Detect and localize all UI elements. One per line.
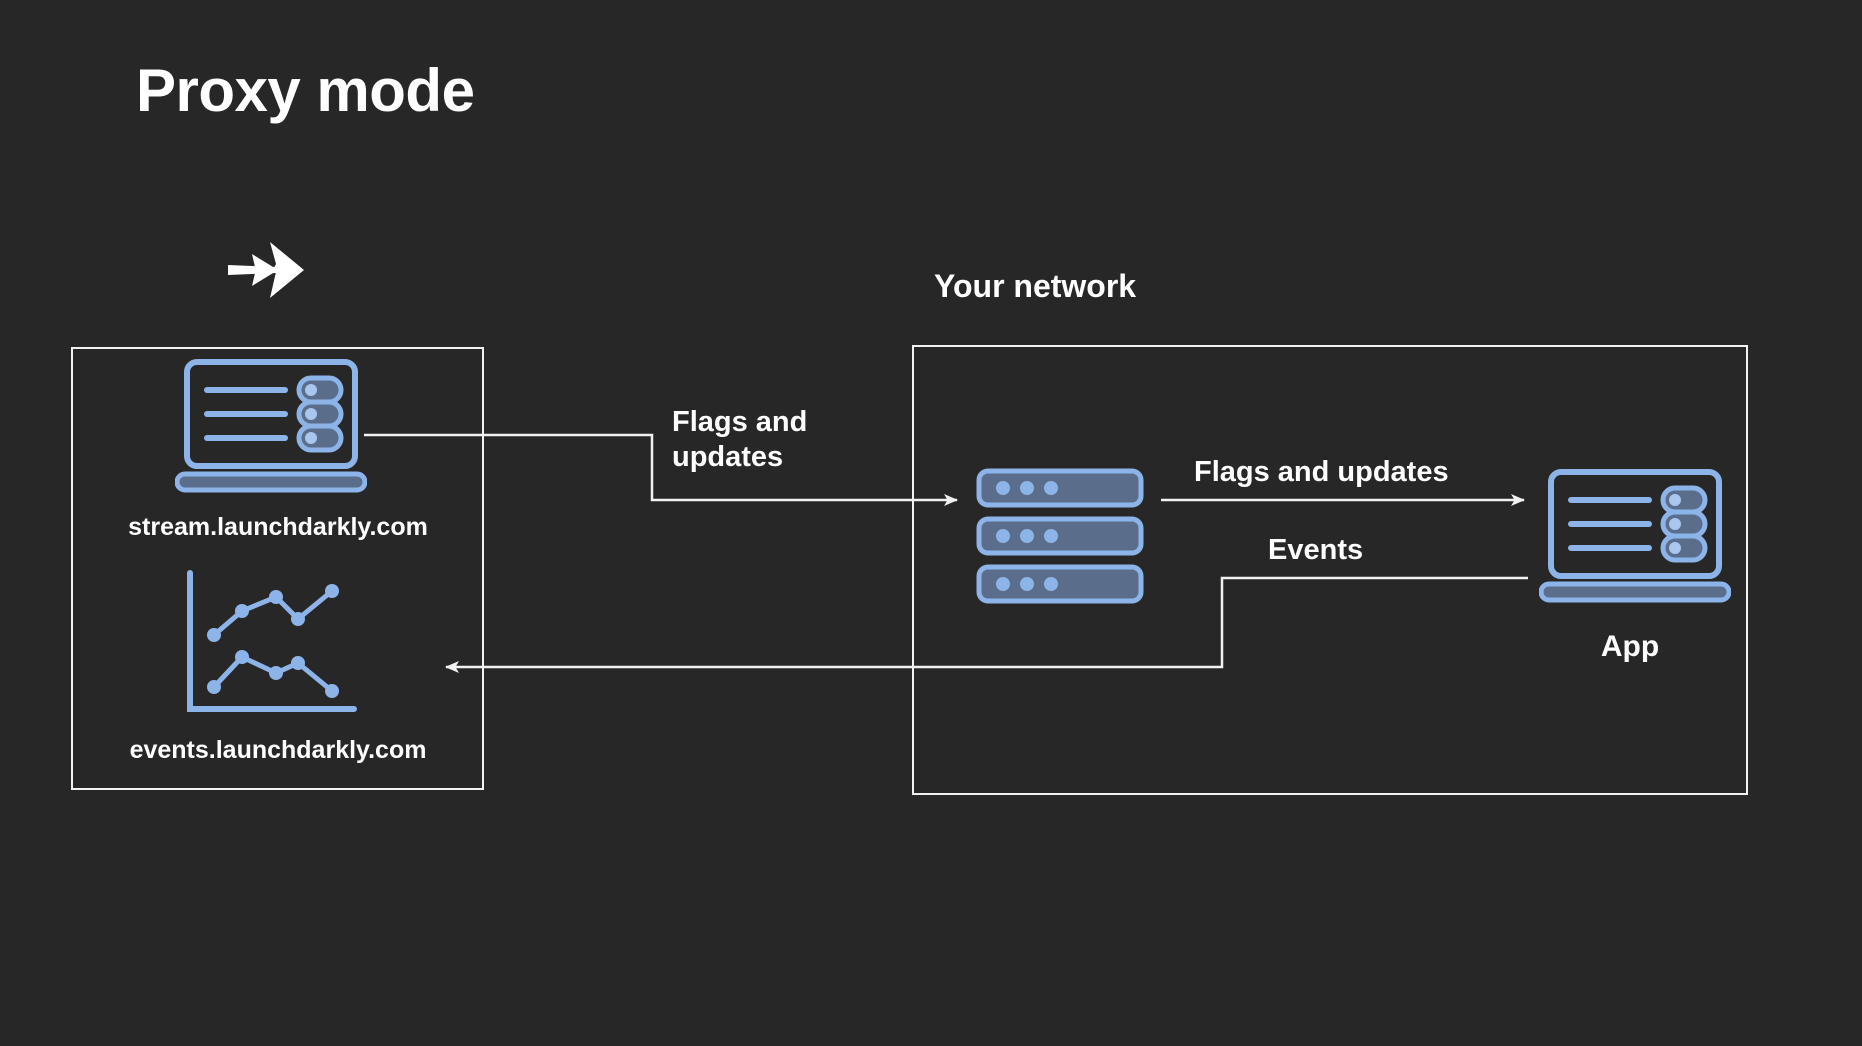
line-chart-icon <box>180 565 360 720</box>
launchdarkly-boundary-box <box>71 347 484 790</box>
events-endpoint-label: events.launchdarkly.com <box>129 736 427 764</box>
app-label: App <box>1600 630 1660 663</box>
server-stack-icon <box>975 468 1145 604</box>
page-title: Proxy mode <box>136 57 475 124</box>
edge-label-line2: updates <box>672 441 784 474</box>
stream-endpoint-label: stream.launchdarkly.com <box>128 513 428 541</box>
speed-arrow-icon <box>218 238 306 302</box>
your-network-boundary-box <box>912 345 1748 795</box>
edge-label-events: Events <box>1268 534 1364 566</box>
laptop-flags-icon <box>175 356 367 496</box>
laptop-flags-icon <box>1539 466 1731 606</box>
your-network-title: Your network <box>934 268 1137 304</box>
edge-label-line1: Flags and <box>672 406 808 438</box>
edge-label-flags-and-updates-right: Flags and updates <box>1194 456 1449 488</box>
edge-label-flags-and-updates-left: Flags and updates <box>672 405 932 476</box>
